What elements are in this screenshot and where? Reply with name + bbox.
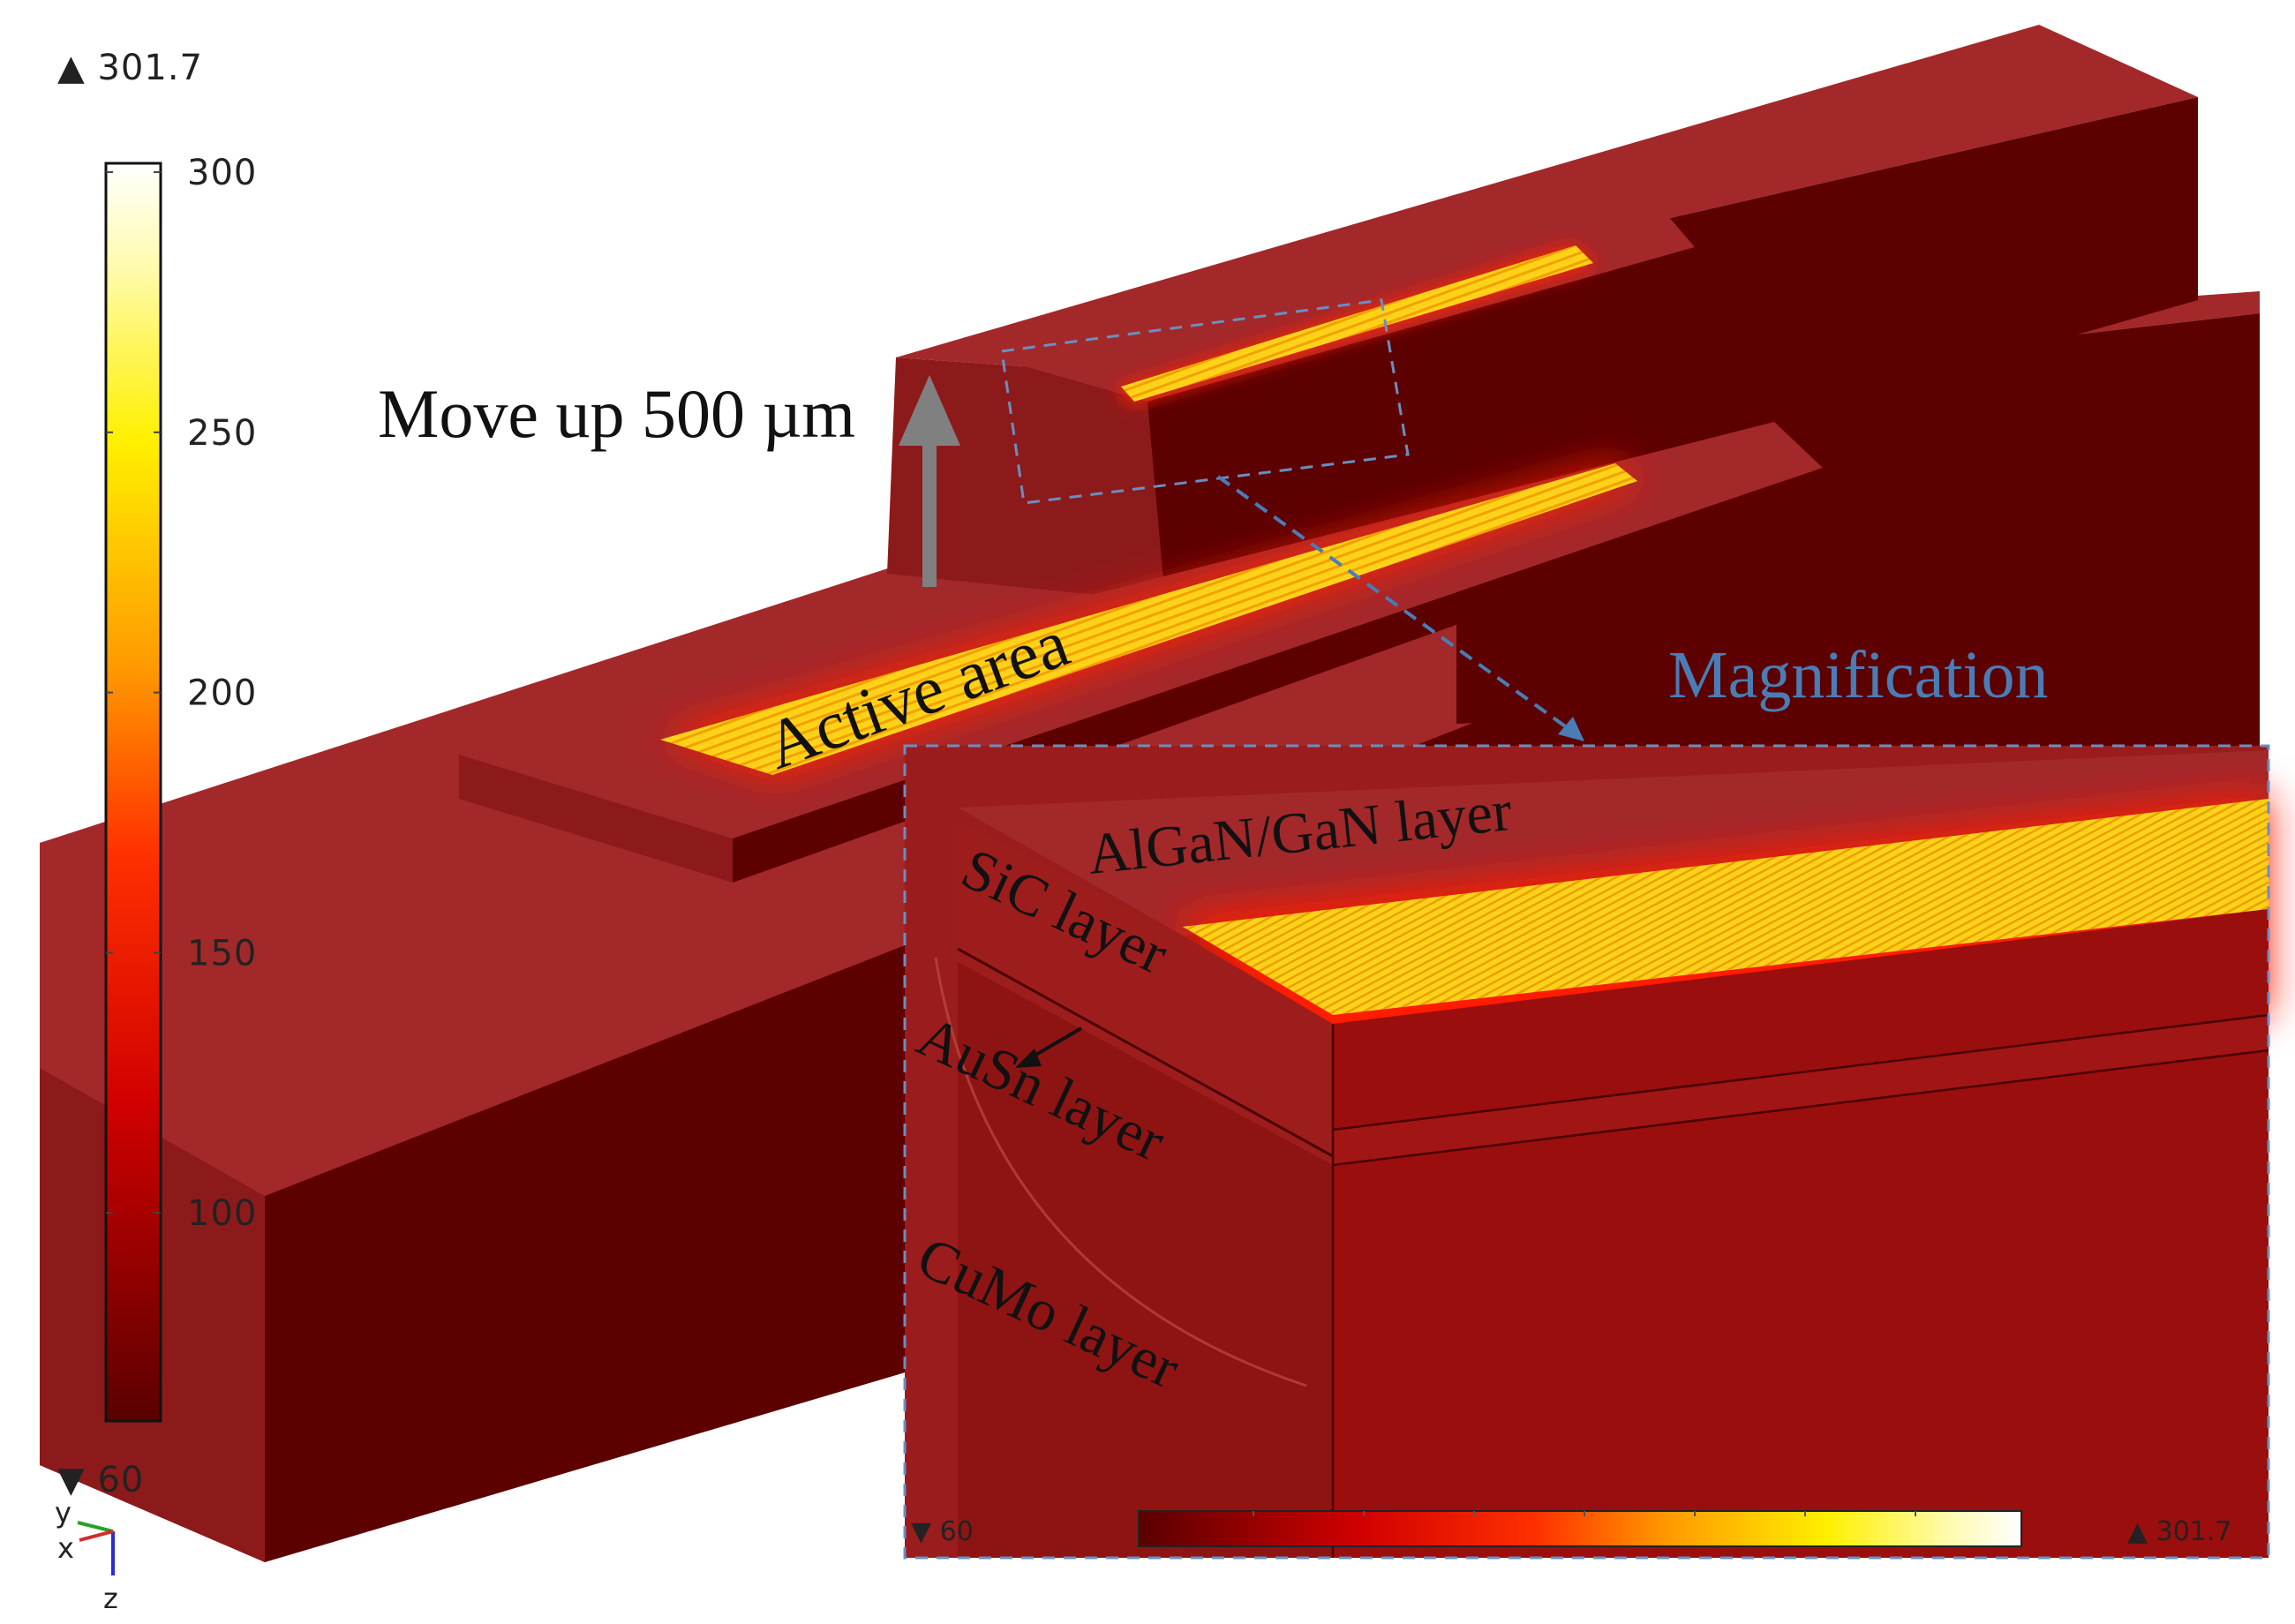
colorbar-tick-label: 150 (187, 933, 257, 974)
magnify-pointer-line (1216, 475, 1582, 739)
magnify-source-box (1000, 298, 1410, 505)
upper-chip-block (887, 25, 2198, 600)
move-up-label: Move up 500 µm (378, 375, 855, 452)
axis-y-label: y (55, 1496, 71, 1530)
colorbar-tick-label: 300 (187, 153, 257, 193)
inset-colorbar-min: ▼ 60 (911, 1516, 974, 1547)
inset-ausn-band (1333, 1015, 2269, 1165)
colorbar-tick-label: 100 (187, 1193, 257, 1234)
ausn-pointer-arrow (1015, 1026, 1083, 1068)
inset-sic-face (958, 821, 1333, 1165)
colorbar-min-label: ▼ 60 (57, 1460, 144, 1500)
axis-triad: y x z (55, 1496, 118, 1615)
axis-x-label: x (57, 1531, 74, 1565)
lower-chip-plate (459, 422, 1823, 883)
inset-edge-4 (1332, 1049, 2269, 1167)
magnification-label: Magnification (1668, 638, 2049, 712)
inset-colorbar (1138, 1510, 2022, 1547)
plate-front (459, 755, 733, 883)
colorbar-gradient (104, 162, 162, 1423)
upper-chip-side (1148, 247, 1695, 600)
colorbar-max-label: ▲ 301.7 (57, 48, 203, 88)
colorbar-tick-label: 200 (187, 673, 257, 714)
inset-colorbar-max: ▲ 301.7 (2127, 1516, 2232, 1547)
upper-active-strip (1121, 245, 1593, 402)
inset-cumo-region (958, 962, 1333, 1558)
upper-block-top (896, 25, 2198, 366)
inset-colorbar-ticks (1253, 1511, 1916, 1516)
colorbar-tick-label: 250 (187, 413, 257, 454)
upper-chip-front (1024, 366, 1165, 600)
axis-z-label: z (103, 1582, 118, 1615)
inset-border (903, 744, 2270, 1560)
inset-edge-1 (957, 947, 1334, 1158)
lower-active-strip (660, 463, 1637, 775)
magnify-pointer-head (1558, 717, 1584, 741)
magnify-region (1000, 298, 1584, 741)
inset-edge-3 (1332, 1013, 2269, 1132)
inset-active-strip (1183, 799, 2269, 1015)
upper-chip-top (1024, 185, 1695, 402)
main-colorbar: ▲ 301.7 300 250 200 150 100 ▼ 60 (57, 48, 257, 1500)
move-up-arrow (899, 375, 960, 587)
colorbar-ticks: 300 250 200 150 100 (106, 153, 257, 1234)
inset-arc (934, 957, 1307, 1387)
inset-panel: AlGaN/GaN layer SiC layer AuSn layer CuM… (903, 744, 2270, 1560)
